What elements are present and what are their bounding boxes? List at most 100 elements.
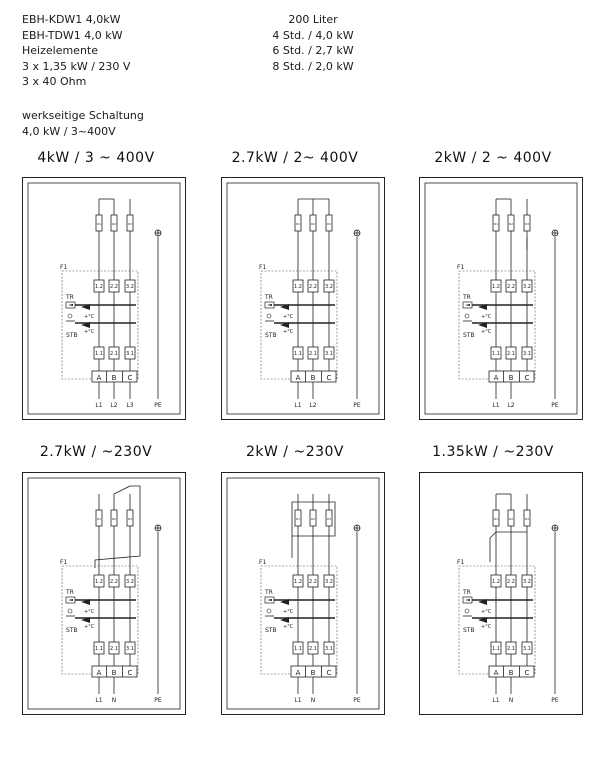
contact-top-label: 2.2 [110,579,118,585]
supply-label: L2 [507,402,514,409]
contact-bottom-label: 2.1 [110,351,118,357]
contact-bottom-label: 3.1 [523,646,531,652]
pe-label: PE [551,697,559,704]
f1-label: F1 [60,264,67,271]
terminal-block [290,370,337,383]
stb-label: STB [66,627,78,634]
contact-bottom-label: 2.1 [110,646,118,652]
limiter-icon [266,313,272,319]
contact-top-label: 1.2 [95,284,103,290]
temp-label: +°C [84,609,95,615]
spec-line: Heizelemente [22,44,98,57]
tr-label: TR [264,589,273,596]
config-title: 1.35kW / ~230V [432,444,554,460]
temp-label: +°C [481,329,492,335]
temp-label: +°C [283,609,294,615]
contact-top-label: 1.2 [95,579,103,585]
temp-label: +°C [283,314,294,320]
temp-label: +°C [84,329,95,335]
heater-label: R3 [128,222,132,226]
thermostat-icon [68,599,73,601]
contact-bottom-label: 3.1 [126,646,134,652]
terminal-letter: A [296,374,301,382]
heater-label: R1 [494,517,498,521]
temp-label: +°C [481,609,492,615]
contact-top-label: 1.2 [294,579,302,585]
spec-line: EBH-TDW1 4,0 kW [22,28,123,42]
pe-label: PE [353,402,361,409]
outer-frame [22,177,186,420]
contact-top-label: 1.2 [492,579,500,585]
supply-label: L1 [95,402,102,409]
terminal-block [488,665,535,678]
outer-frame [221,177,385,420]
contact-top-label: 3.2 [523,284,531,290]
terminal-letter: B [112,669,117,677]
supply-label: L2 [309,402,316,409]
switch-arrow [280,304,289,310]
terminal-letter: C [327,669,332,677]
config-title: 2kW / 2 ~ 400V [434,150,552,166]
limiter-icon [266,608,272,614]
switch-arrow [478,617,487,623]
terminal-letter: B [509,669,514,677]
temp-label: +°C [283,329,294,335]
tr-label: TR [65,589,74,596]
bridge-wire [94,485,141,568]
contact-top-label: 2.2 [309,284,317,290]
heater-label: R1 [97,517,101,521]
supply-label: N [112,697,117,704]
supply-label: L1 [492,402,499,409]
inner-frame [27,182,181,415]
thermostat-icon [465,304,470,306]
stb-label: STB [463,627,475,634]
contact-bottom-label: 1.1 [294,351,302,357]
terminal-letter: A [296,669,301,677]
terminal-block [91,370,138,383]
spec-line: 8 Std. / 2,0 kW [272,59,354,73]
supply-label: L1 [95,697,102,704]
stb-label: STB [265,627,277,634]
heater-label: R3 [525,222,529,226]
inner-frame [226,182,380,415]
terminal-letter: C [525,669,530,677]
contact-top-label: 2.2 [507,284,515,290]
terminal-letter: C [128,669,133,677]
temp-label: +°C [481,314,492,320]
terminal-letter: B [311,374,316,382]
f1-label: F1 [259,264,266,271]
f1-label: F1 [457,559,464,566]
heater-label: R3 [327,517,331,521]
wiring-note: werkseitige Schaltung 4,0 kW / 3~400V [22,108,144,139]
thermostat-icon [267,599,272,601]
contact-top-label: 2.2 [110,284,118,290]
outer-frame [221,472,385,715]
terminal-letter: A [494,669,499,677]
temp-label: +°C [283,624,294,630]
spec-line: 6 Std. / 2,7 kW [272,44,354,57]
spec-right: 200 Liter 4 Std. / 4,0 kW 6 Std. / 2,7 k… [258,12,368,74]
heater-label: R3 [327,222,331,226]
contact-bottom-label: 1.1 [95,351,103,357]
outer-frame [419,472,583,715]
thermostat-icon [465,599,470,601]
inner-frame [27,477,181,710]
contact-top-label: 3.2 [325,579,333,585]
heater-label: R2 [112,222,116,226]
inner-frame [424,182,578,415]
spec-line: 4 Std. / 4,0 kW [272,28,354,42]
heater-label: R3 [128,517,132,521]
inner-frame [226,477,380,710]
terminal-letter: A [494,374,499,382]
heater-label: R3 [525,517,529,521]
switch-arrow [478,304,487,310]
wiring-line: werkseitige Schaltung [22,109,144,122]
contact-bottom-label: 1.1 [95,646,103,652]
f1-label: F1 [457,264,464,271]
heater-label: R1 [296,222,300,226]
